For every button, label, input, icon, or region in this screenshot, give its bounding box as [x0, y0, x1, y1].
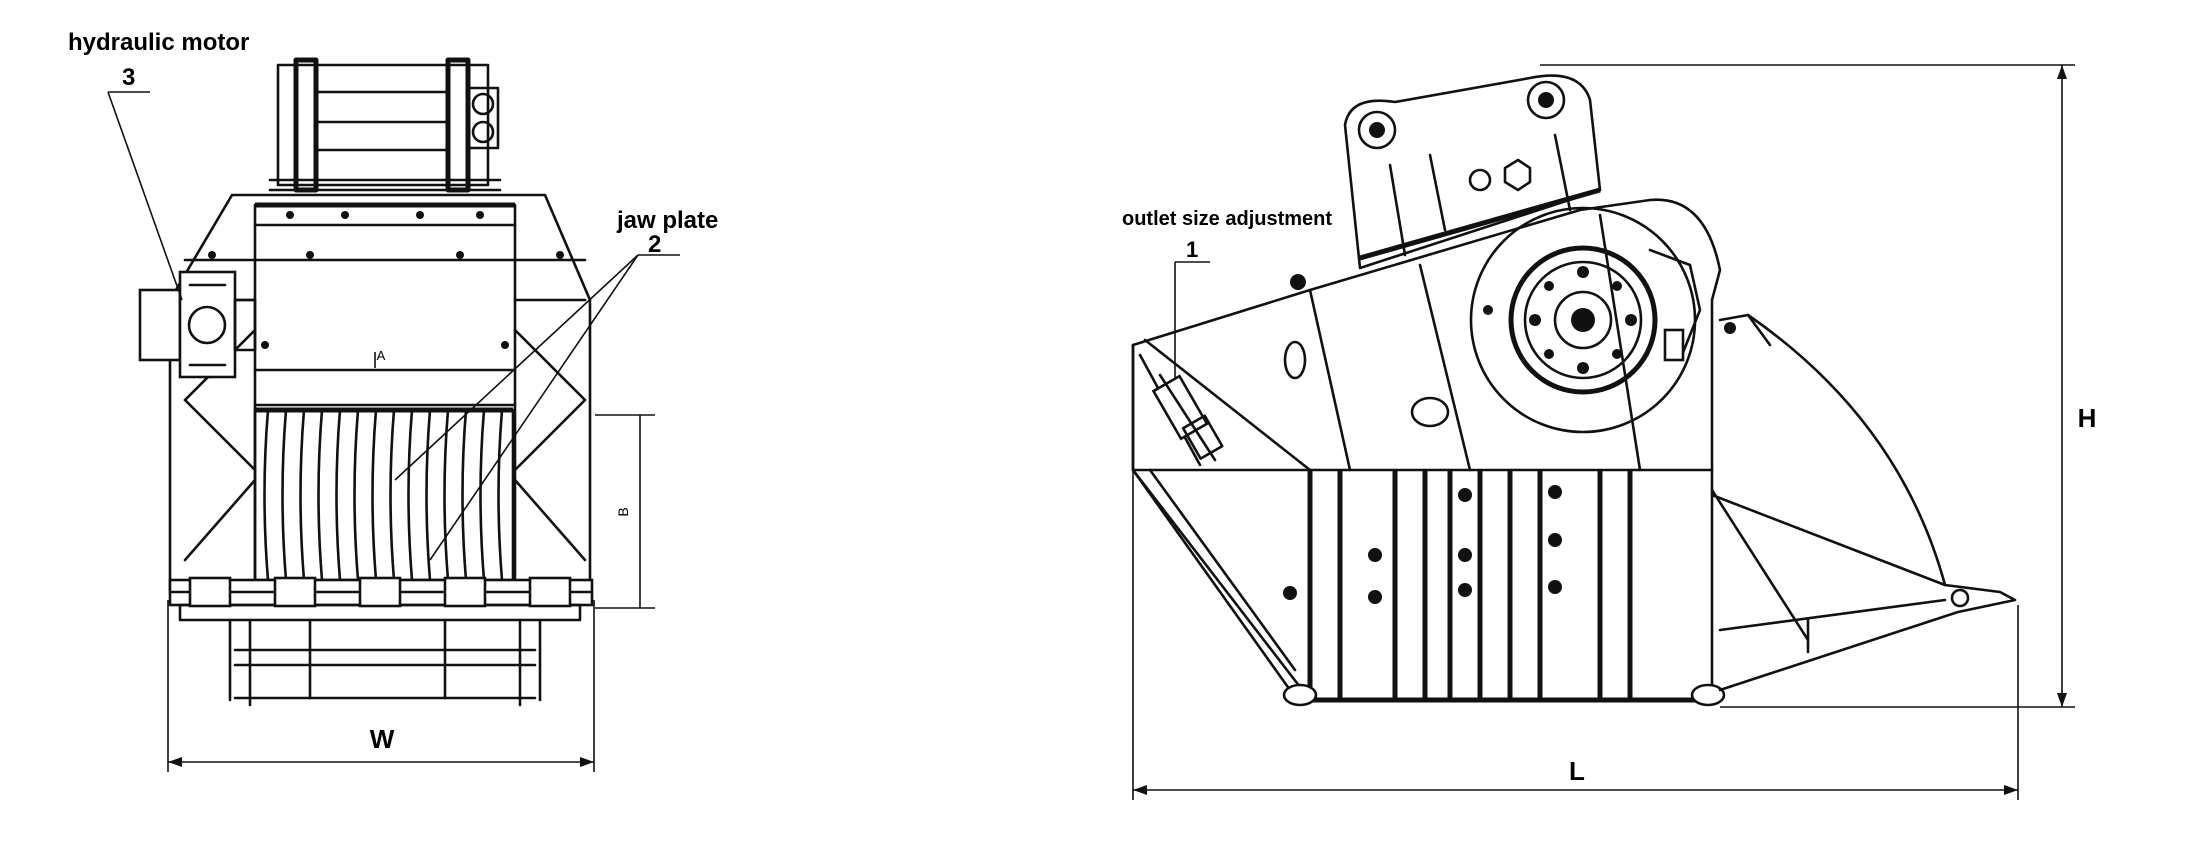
side-view: outlet size adjustment 1 L H [1122, 64, 2097, 800]
motor-number: 3 [122, 64, 135, 91]
outlet-number: 1 [1186, 237, 1198, 262]
side-body [1131, 198, 1722, 702]
front-mount-bracket [268, 57, 502, 193]
length-dimension [1132, 470, 2019, 800]
side-mount-plate [1343, 74, 1602, 270]
front-hydraulic-motor [138, 270, 257, 379]
width-dimension [167, 600, 595, 772]
side-discharge-chute [1710, 313, 2017, 692]
front-body [168, 193, 592, 592]
hydraulic-motor-label: hydraulic motor [68, 29, 249, 56]
outlet-size-adjustment-label: outlet size adjustment [1122, 208, 1332, 230]
side-drive-wheel [1469, 206, 1702, 434]
width-label: W [370, 724, 395, 754]
outlet-leader [1174, 261, 1210, 380]
side-outlet-adjustment [1151, 373, 1224, 462]
height-label: H [2078, 403, 2097, 433]
jaw-plate-number: 2 [648, 231, 661, 258]
front-marker-b: B [615, 507, 631, 516]
jaw-plate-label: jaw plate [616, 207, 718, 234]
side-bucket-ribs [1282, 470, 1726, 707]
front-base [168, 576, 594, 707]
motor-leader [107, 91, 183, 301]
front-view: hydraulic motor 3 jaw plate 2 A B W [68, 29, 718, 772]
jaw-plate-leader [394, 254, 680, 561]
height-dimension [1540, 64, 2075, 708]
length-label: L [1569, 756, 1585, 786]
front-marker-a: A [377, 348, 386, 363]
front-inner-dimension [374, 352, 655, 609]
